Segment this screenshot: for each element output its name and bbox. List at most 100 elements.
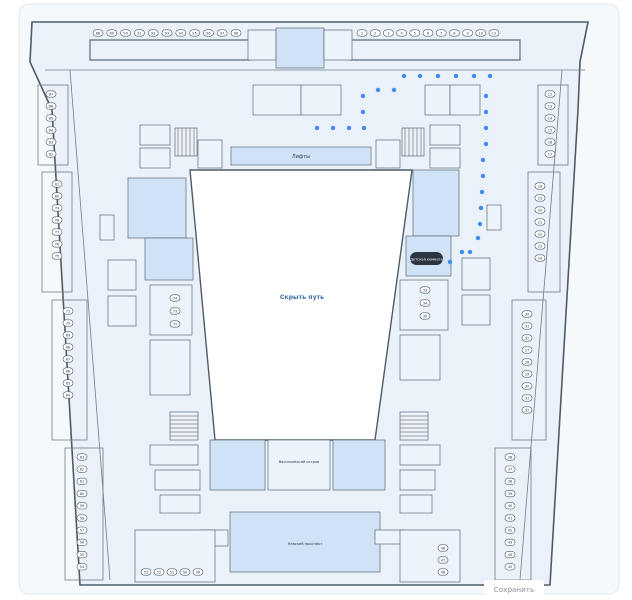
store-pill-32-2[interactable] <box>521 334 533 342</box>
store-pill-15[interactable] <box>544 126 556 134</box>
room-r-small1[interactable] <box>461 257 491 291</box>
store-pill-28-4[interactable] <box>521 358 533 366</box>
room-l-serv1[interactable] <box>139 124 171 146</box>
store-pill-30-0[interactable] <box>521 310 533 318</box>
room-r-serv3[interactable] <box>399 444 441 466</box>
store-pill-76[interactable] <box>51 240 63 248</box>
store-pill-53[interactable] <box>140 568 152 576</box>
save-button[interactable]: Сохранить <box>484 580 544 596</box>
store-pill-27-3[interactable] <box>521 346 533 354</box>
store-pill-89[interactable] <box>106 29 118 37</box>
hide-route-button[interactable]: Скрыть путь <box>272 287 332 303</box>
store-pill-78[interactable] <box>51 216 63 224</box>
store-pill-92[interactable] <box>147 29 159 37</box>
store-pill-7[interactable] <box>435 29 447 37</box>
room-center-left2[interactable] <box>149 339 191 396</box>
store-pill-69[interactable] <box>62 331 74 339</box>
store-pill-36[interactable] <box>504 453 516 461</box>
room-top-center[interactable] <box>275 27 325 69</box>
store-pill-61[interactable] <box>76 477 88 485</box>
store-pill-24[interactable] <box>534 254 546 262</box>
store-pill-17[interactable] <box>544 150 556 158</box>
store-pill-29-5[interactable] <box>521 370 533 378</box>
store-pill-5[interactable] <box>409 29 421 37</box>
room-r-info[interactable] <box>399 494 433 514</box>
store-pill-11[interactable] <box>488 29 500 37</box>
store-pill-30-6[interactable] <box>521 382 533 390</box>
store-pill-6[interactable] <box>422 29 434 37</box>
store-pill-75[interactable] <box>51 252 63 260</box>
store-pill-79[interactable] <box>51 204 63 212</box>
room-l-small1[interactable] <box>107 259 137 291</box>
store-pill-62[interactable] <box>76 465 88 473</box>
room-vasileostrovsky[interactable] <box>267 439 331 491</box>
store-pill-10[interactable] <box>475 29 487 37</box>
room-b-serv1[interactable] <box>149 444 199 466</box>
store-pill-63[interactable] <box>76 453 88 461</box>
store-pill-67[interactable] <box>62 355 74 363</box>
store-pill-82[interactable] <box>45 150 57 158</box>
store-pill-8[interactable] <box>449 29 460 37</box>
store-pill-55[interactable] <box>76 551 88 559</box>
store-pill-18[interactable] <box>534 182 546 190</box>
store-pill-13[interactable] <box>544 102 556 110</box>
store-pill-97[interactable] <box>216 29 228 37</box>
store-pill-22[interactable] <box>534 230 546 238</box>
store-pill-84[interactable] <box>45 126 57 134</box>
store-pill-80[interactable] <box>51 192 63 200</box>
room-r-lounge[interactable] <box>375 139 401 169</box>
store-pill-85[interactable] <box>45 114 57 122</box>
store-pill-66[interactable] <box>62 367 74 375</box>
room-upper-3[interactable] <box>424 84 451 116</box>
store-pill-42[interactable] <box>504 526 516 534</box>
room-upper-2[interactable] <box>300 84 342 116</box>
room-bottom-left-hl[interactable] <box>209 439 266 491</box>
store-pill-59[interactable] <box>76 502 88 510</box>
store-pill-56[interactable] <box>76 538 88 546</box>
room-upper-1[interactable] <box>252 84 302 116</box>
room-bottom-right-hl[interactable] <box>332 439 386 491</box>
room-top-2[interactable] <box>323 29 353 61</box>
store-pill-2[interactable] <box>369 29 381 37</box>
store-pill-95[interactable] <box>189 29 200 37</box>
store-pill-70[interactable] <box>62 319 74 327</box>
store-pill-91[interactable] <box>134 29 145 37</box>
store-pill-14[interactable] <box>544 114 556 122</box>
store-pill-43[interactable] <box>504 538 516 546</box>
store-pill-23[interactable] <box>534 242 546 250</box>
room-r-serv4[interactable] <box>399 469 436 491</box>
room-l-vertical[interactable] <box>99 214 115 241</box>
room-b-serv2[interactable] <box>154 469 201 491</box>
room-r-vertical[interactable] <box>486 204 502 231</box>
store-pill-74[interactable] <box>169 294 181 302</box>
store-pill-31-1[interactable] <box>521 322 533 330</box>
room-l-small2[interactable] <box>107 295 137 327</box>
store-pill-90[interactable] <box>120 29 131 37</box>
store-pill-77[interactable] <box>51 228 63 236</box>
store-pill-88[interactable] <box>92 29 104 37</box>
store-pill-4[interactable] <box>396 29 407 37</box>
store-pill-12[interactable] <box>544 90 556 98</box>
room-l-serv2[interactable] <box>139 147 171 169</box>
room-bottom-right[interactable] <box>399 529 461 583</box>
store-pill-44[interactable] <box>504 551 516 559</box>
store-pill-93[interactable] <box>161 29 173 37</box>
store-pill-73[interactable] <box>169 307 181 315</box>
store-pill-33[interactable] <box>419 286 431 294</box>
store-pill-58[interactable] <box>76 514 88 522</box>
room-right-large[interactable] <box>412 169 460 237</box>
store-pill-51[interactable] <box>166 568 178 576</box>
store-pill-87[interactable] <box>45 90 57 98</box>
store-pill-57[interactable] <box>76 526 88 534</box>
store-pill-49[interactable] <box>192 568 204 576</box>
store-pill-83[interactable] <box>45 138 57 146</box>
room-music[interactable] <box>144 237 194 281</box>
room-b-info[interactable] <box>159 494 201 514</box>
store-pill-32-8[interactable] <box>521 406 533 414</box>
store-pill-40[interactable] <box>504 502 516 510</box>
store-pill-48[interactable] <box>437 568 449 576</box>
store-pill-72[interactable] <box>169 320 181 328</box>
lifts-area[interactable] <box>230 146 372 166</box>
store-pill-35[interactable] <box>419 312 431 320</box>
